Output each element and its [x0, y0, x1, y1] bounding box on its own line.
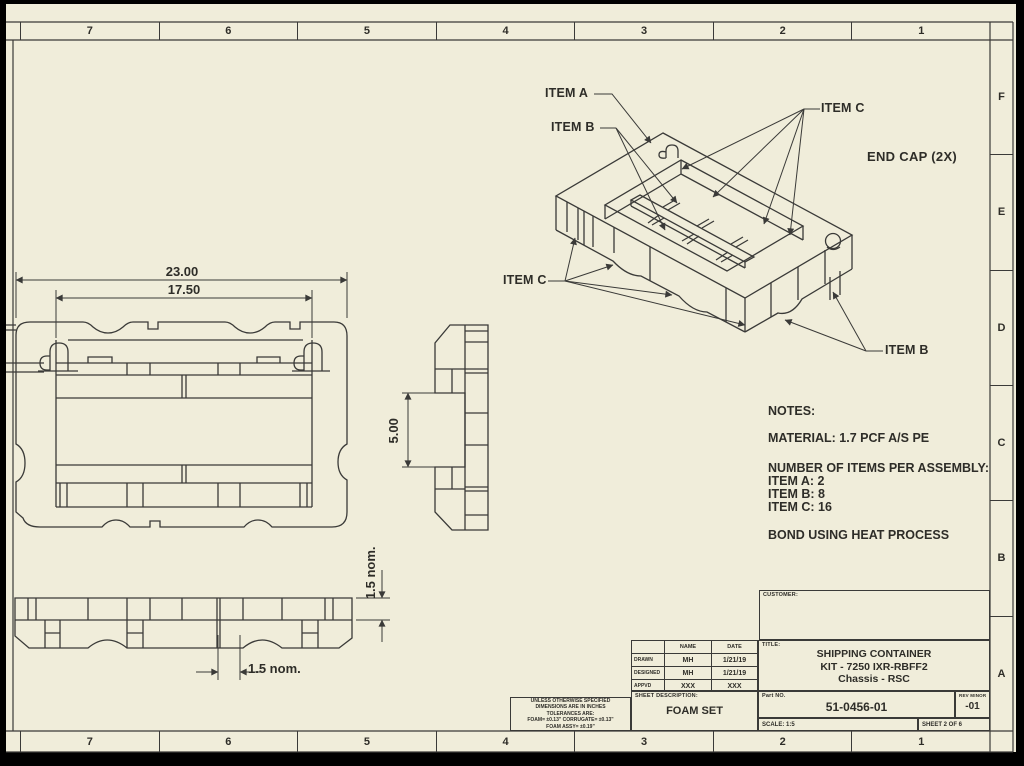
front-view [6, 321, 348, 528]
item-b-bottom-label: ITEM B [885, 343, 929, 357]
tolerance-line: FOAM= ±0.13" CORRUGATE= ±0.13" [527, 717, 614, 724]
dim-inner-width: 17.50 [167, 282, 201, 297]
customer-box: CUSTOMER: [759, 590, 990, 640]
zone-label: 3 [574, 22, 713, 40]
zone-label: 4 [435, 731, 575, 752]
zone-label: 1 [851, 22, 990, 40]
dim-rib-width: 1.5 nom. [248, 661, 301, 676]
part-no-label: Part NO. [762, 693, 786, 699]
signoff-date-header: DATE [711, 641, 757, 653]
title-line-3: Chassis - RSC [838, 673, 910, 685]
notes-bond: BOND USING HEAT PROCESS [768, 528, 950, 542]
item-b-top-label: ITEM B [551, 120, 595, 134]
signoff-role: APPVD [632, 679, 664, 692]
tolerance-box: UNLESS OTHERWISE SPECIFIED DIMENSIONS AR… [510, 697, 631, 731]
title-line-2: KIT - 7250 IXR-RBFF2 [820, 660, 928, 673]
zone-label: 4 [435, 22, 575, 40]
signoff-name-header: NAME [664, 641, 711, 653]
notes-item-a: ITEM A: 2 [768, 474, 825, 488]
item-c-top-label: ITEM C [821, 101, 865, 115]
customer-label: CUSTOMER: [763, 592, 799, 598]
sheet-description-box: SHEET DESCRIPTION: FOAM SET [631, 691, 758, 731]
side-view-dimension [402, 392, 460, 468]
tolerance-line: DIMENSIONS ARE IN INCHES [535, 704, 606, 711]
sheet-frame [6, 21, 1014, 753]
zone-label: A [990, 615, 1013, 731]
tolerance-line: FOAM ASSY= ±0.19" [546, 723, 595, 730]
title-label: TITLE: [762, 642, 781, 648]
iso-view [554, 132, 854, 333]
item-a-label: ITEM A [545, 86, 589, 100]
signoff-cell [632, 641, 664, 653]
notes-material: MATERIAL: 1.7 PCF A/S PE [768, 431, 930, 445]
signoff-name: MH [664, 666, 711, 679]
part-no-value: 51-0456-01 [825, 700, 888, 714]
rev-label: REV MINOR [959, 693, 987, 698]
front-view-dimensions [15, 272, 348, 338]
rev-box: REV MINOR -01 [955, 691, 990, 718]
zone-band-right: F E D C B A [990, 40, 1013, 731]
zone-label: 7 [20, 731, 159, 752]
dim-thickness: 1.5 nom. [363, 546, 379, 600]
notes-heading: NOTES: [768, 404, 816, 418]
zone-band-top: 7 6 5 4 3 2 1 [20, 22, 990, 40]
zone-label: 2 [712, 731, 852, 752]
sheet-description-label: SHEET DESCRIPTION: [635, 693, 698, 699]
zone-label: 3 [574, 731, 713, 752]
scale-cell: SCALE: 1:5 [758, 718, 918, 731]
zone-label: 5 [297, 731, 436, 752]
signoff-name: XXX [664, 679, 711, 692]
signoff-name: MH [664, 653, 711, 666]
signoff-date: 1/21/19 [711, 653, 757, 666]
zone-label: 5 [297, 22, 436, 40]
bottom-view [14, 597, 353, 649]
item-c-left-label: ITEM C [503, 273, 547, 287]
title-line-1: SHIPPING CONTAINER [816, 648, 932, 660]
zone-label: 1 [851, 731, 990, 752]
zone-label: 7 [20, 22, 159, 40]
signoff-date: 1/21/19 [711, 666, 757, 679]
zone-label: E [990, 154, 1013, 269]
bottom-view-dimensions [196, 570, 390, 680]
title-box: TITLE: SHIPPING CONTAINER KIT - 7250 IXR… [758, 640, 990, 691]
tolerance-line: UNLESS OTHERWISE SPECIFIED [530, 697, 611, 704]
end-cap-label: END CAP (2X) [867, 149, 958, 164]
zone-label: B [990, 500, 1013, 615]
notes-item-b: ITEM B: 8 [768, 487, 825, 501]
zone-label: F [998, 91, 1005, 104]
side-view [434, 324, 489, 531]
zone-label: 2 [712, 22, 852, 40]
signoff-date: XXX [711, 679, 757, 692]
sheet-number-cell: SHEET 2 OF 6 [918, 718, 990, 731]
notes-item-c: ITEM C: 16 [768, 500, 832, 514]
part-no-box: Part NO. 51-0456-01 [758, 691, 955, 718]
zone-band-bottom: 7 6 5 4 3 2 1 [20, 731, 990, 752]
zone-label: C [990, 384, 1013, 500]
notes-items-heading: NUMBER OF ITEMS PER ASSEMBLY: [768, 461, 990, 475]
dim-recess-height: 5.00 [386, 418, 402, 444]
tolerance-line: TOLERANCES ARE: [546, 710, 595, 717]
drawing-sheet [6, 4, 1016, 752]
zone-label: 6 [158, 22, 298, 40]
signoff-role: DESIGNED [632, 666, 664, 679]
iso-leaders [548, 93, 883, 352]
sheet-description-value: FOAM SET [666, 705, 723, 717]
zone-label: 6 [158, 731, 298, 752]
dim-overall-width: 23.00 [165, 264, 199, 279]
signoff-role: DRAWN [632, 653, 664, 666]
rev-value: -01 [965, 701, 980, 712]
zone-label: D [990, 269, 1013, 385]
signoff-table: NAME DATE DRAWN MH 1/21/19 DESIGNED MH 1… [631, 640, 758, 692]
